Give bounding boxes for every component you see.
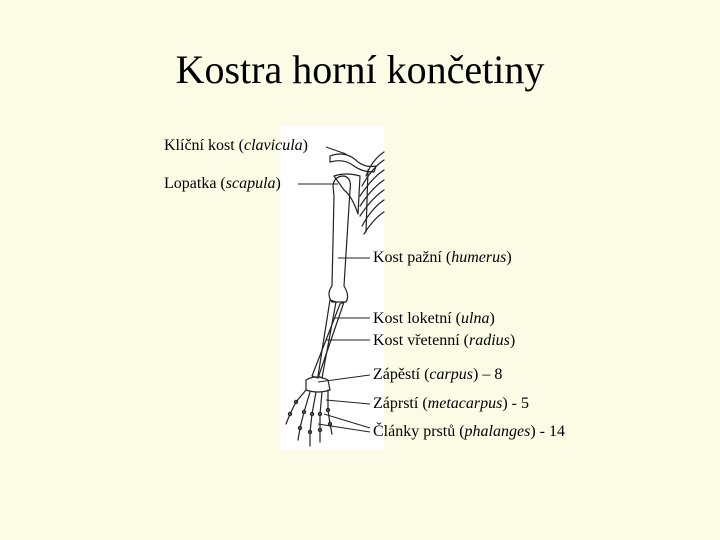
slide-title: Kostra horní končetiny [175,47,545,92]
label-latin: humerus [451,249,507,266]
scapula-bone [333,173,361,215]
label-latin: ulna [461,310,490,327]
label-name: Kost loketní [373,310,452,327]
label-suffix: - 14 [535,423,565,440]
label-name: Záprstí [373,395,419,412]
label-ulna: Kost loketní (ulna) [373,310,495,327]
hand-bones [285,389,333,447]
carpus-bones [305,376,331,393]
label-carpus: Zápěstí (carpus) – 8 [373,366,503,383]
label-latin: phalanges [464,423,531,440]
label-latin: radius [468,332,510,349]
leader-lines [298,146,371,433]
label-name: Lopatka [164,175,217,192]
ribcage [359,151,385,235]
label-phalanges: Články prstů (phalanges) - 14 [373,423,565,440]
label-name: Články prstů [373,423,456,440]
label-name: Zápěstí [373,366,421,383]
label-name: Klíční kost [164,137,235,154]
label-suffix: - 5 [507,395,529,412]
humerus-bone [328,175,351,303]
label-latin: metacarpus [427,395,503,412]
skeleton-figure-background [280,126,384,450]
label-scapula: Lopatka (scapula) [164,175,281,192]
label-suffix: – 8 [478,366,503,383]
label-latin: carpus [429,366,473,383]
label-latin: scapula [225,175,276,192]
label-humerus: Kost pažní (humerus) [373,249,512,266]
label-name: Kost pažní [373,249,442,266]
label-clavicula: Klíční kost (clavicula) [164,137,308,154]
label-metacarpus: Záprstí (metacarpus) - 5 [373,395,529,412]
radius-bone [311,301,345,379]
label-name: Kost vřetenní [373,332,460,349]
label-latin: clavicula [244,137,303,154]
clavicle-bone [329,153,377,173]
label-radius: Kost vřetenní (radius) [373,332,516,349]
